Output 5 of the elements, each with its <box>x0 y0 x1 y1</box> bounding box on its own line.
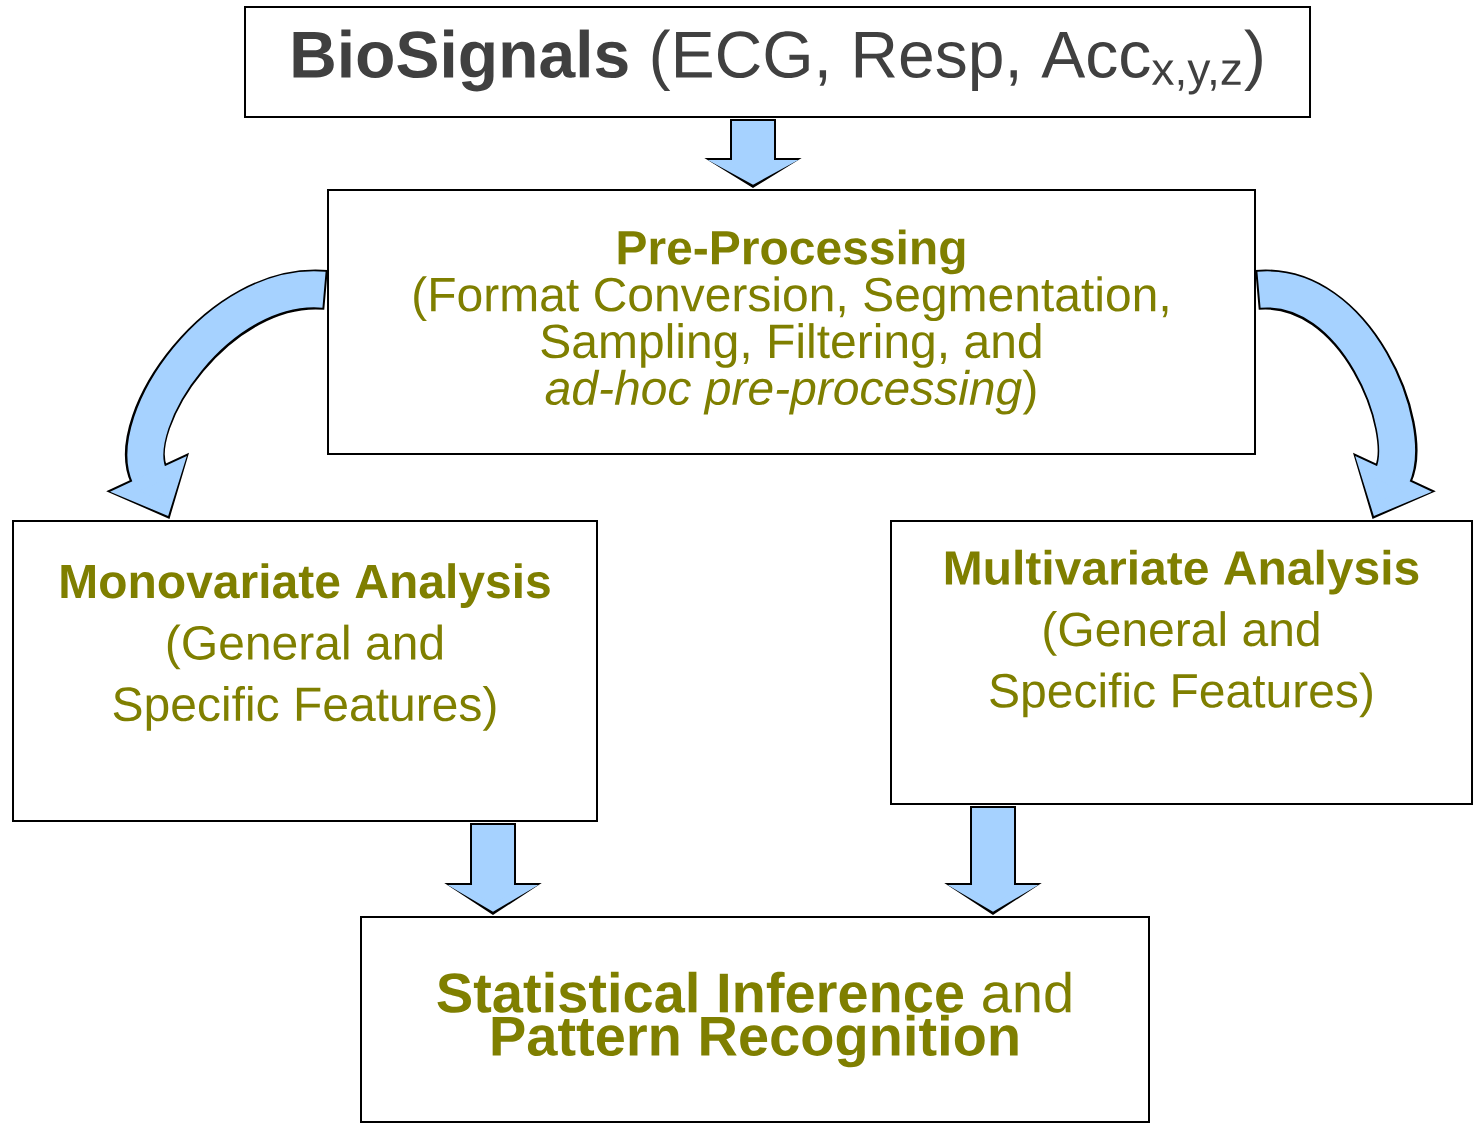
process-box: Pre-Processing (Format Conversion, Segmentation, Sampling, Filtering, and ad-hoc pre-processing) <box>327 189 1256 455</box>
process-box: Monovariate Analysis (General and Specific Features) <box>12 520 598 822</box>
process-box: Multivariate Analysis (General and Specific Features) <box>890 520 1473 805</box>
input-box: BioSignals (ECG, Resp, Acc$_{x,y,z}$) <box>244 6 1311 118</box>
output-box: Statistical Inference and Pattern Recognition <box>360 916 1150 1123</box>
